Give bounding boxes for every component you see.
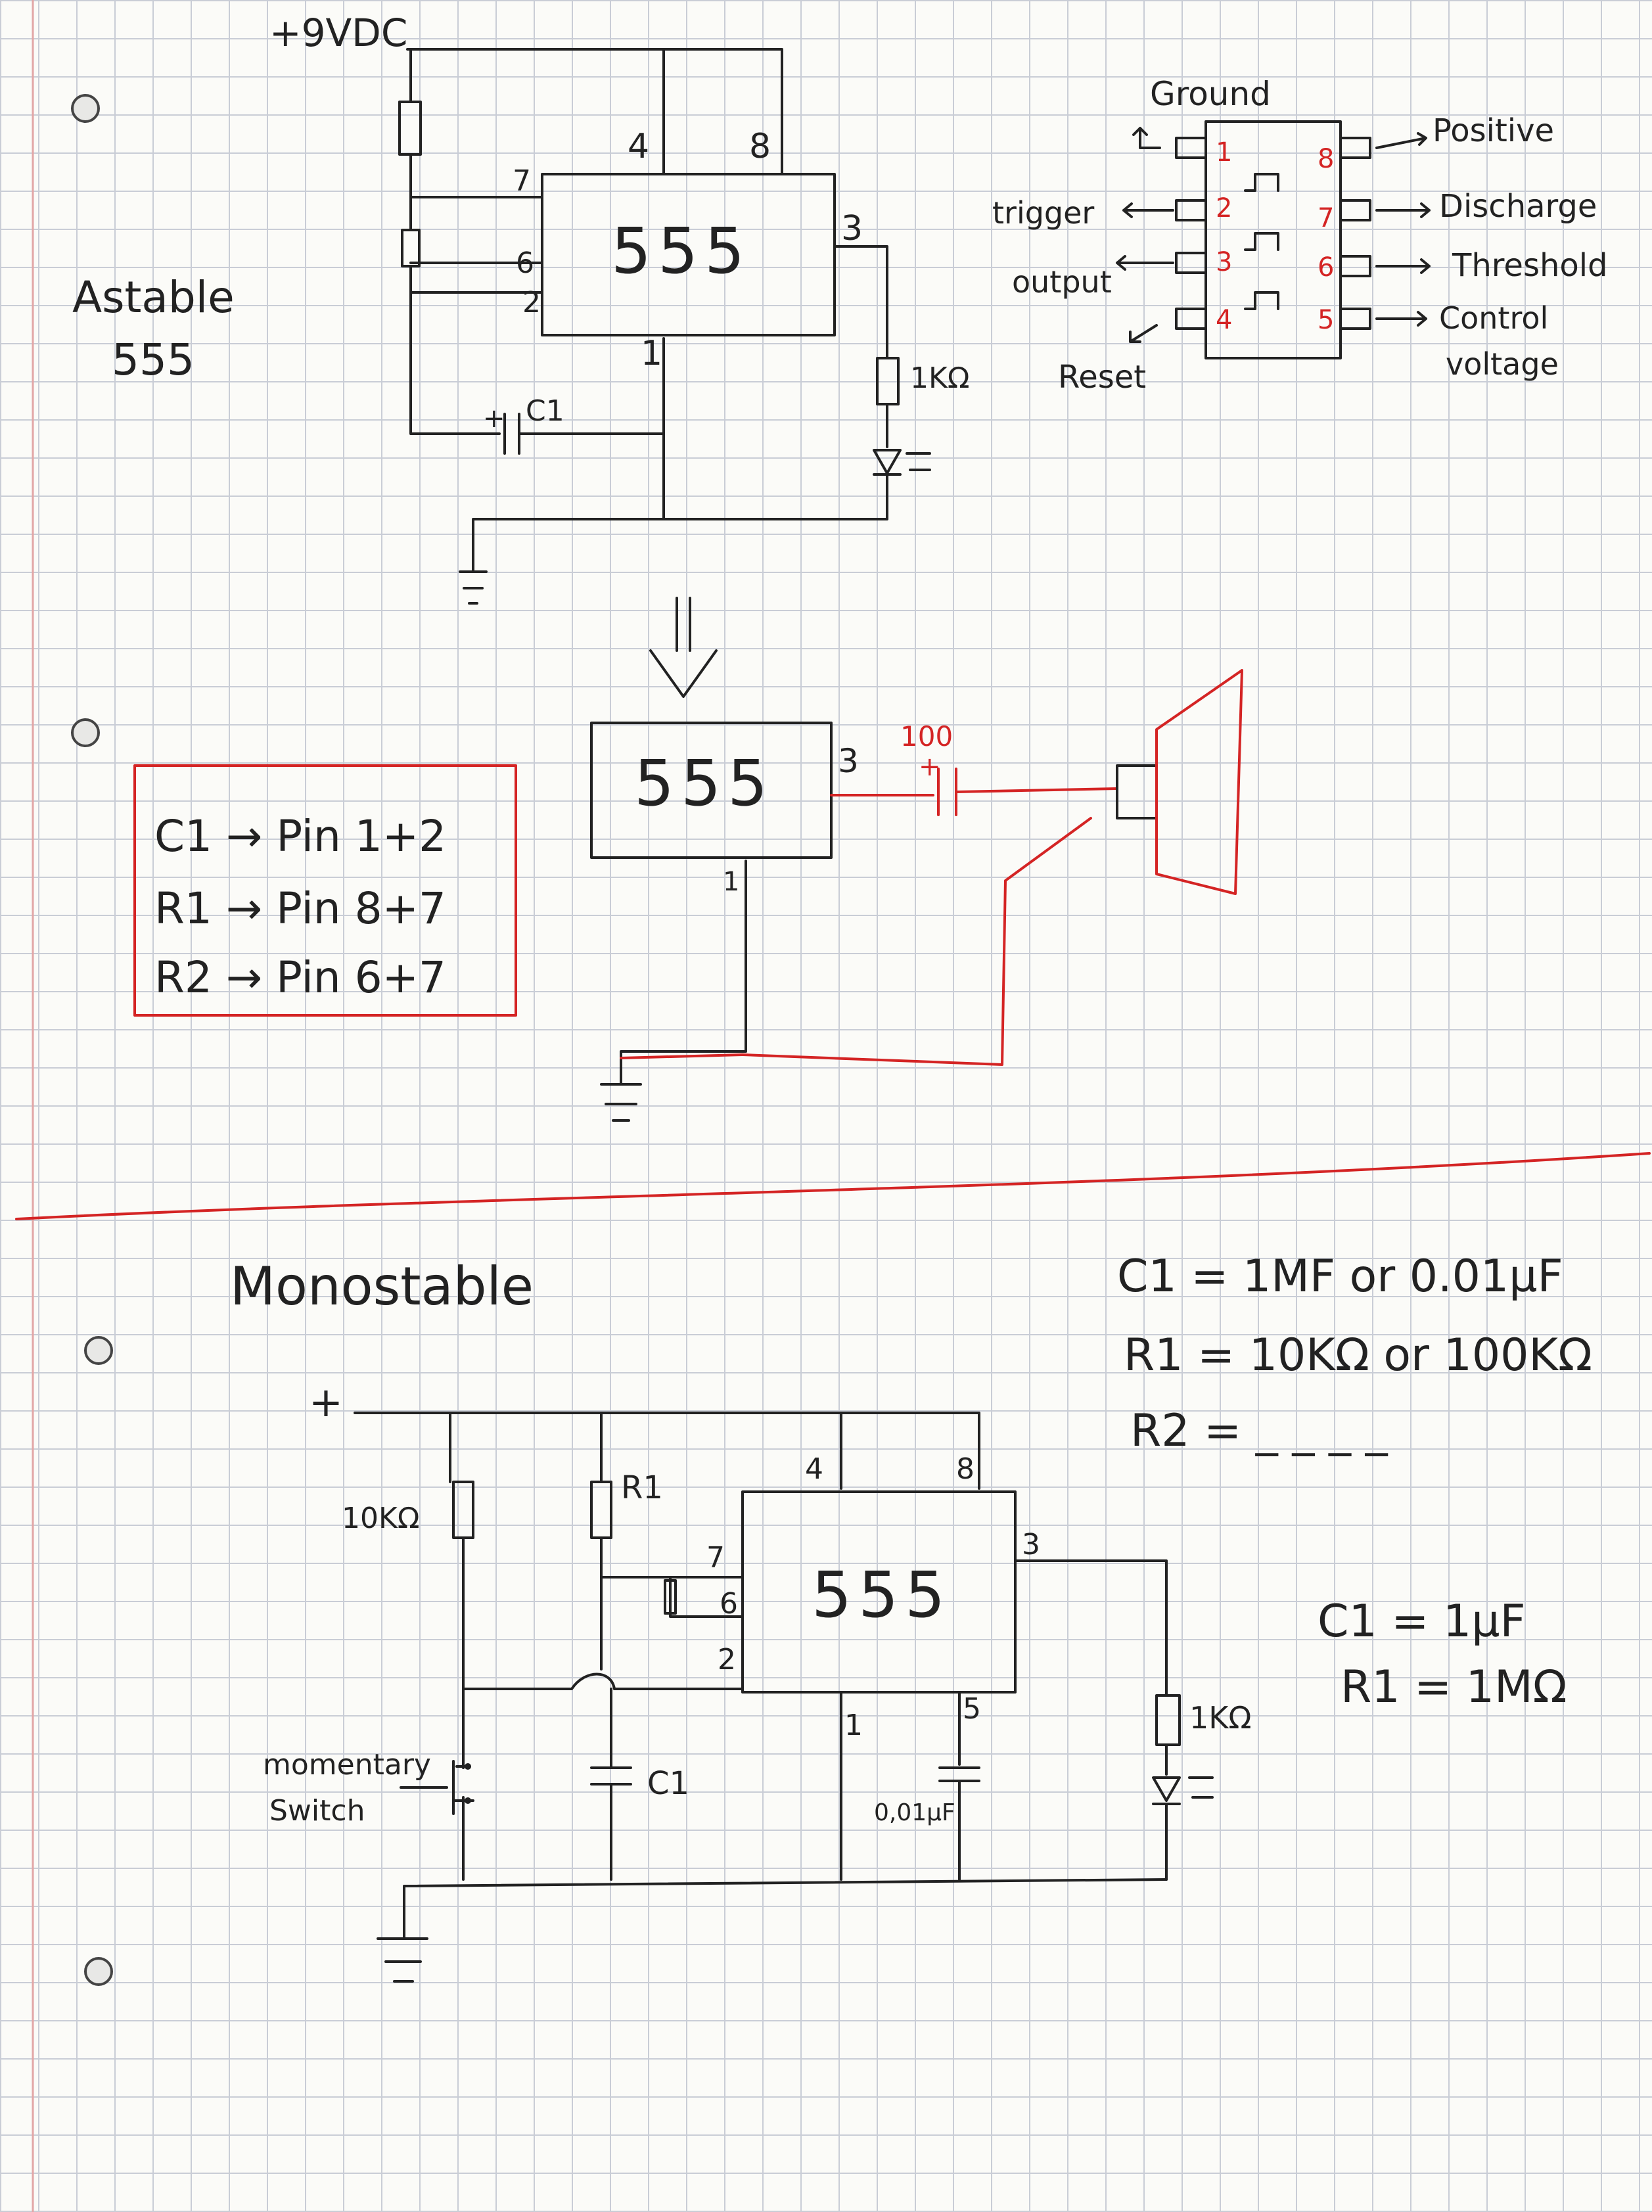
speaker-cap-plus: +	[919, 752, 941, 782]
mono-555-chip	[741, 1490, 1017, 1694]
pinout-diagram	[1116, 120, 1431, 359]
resistor-r1	[398, 101, 422, 156]
monostable-title: Monostable	[230, 1256, 534, 1317]
mono-pin-2: 2	[718, 1643, 736, 1676]
resistor-1k	[876, 357, 900, 405]
mono-pin-3: 3	[1022, 1528, 1040, 1561]
pinout-discharge-label: Discharge	[1439, 188, 1597, 225]
monostable-wiring	[354, 1412, 1214, 1983]
resistor-1k-label: 1KΩ	[1189, 1700, 1252, 1736]
pin-7: 7	[513, 164, 531, 198]
capacitor-c1-label: C1	[647, 1765, 689, 1802]
capacitor-label: C1	[526, 394, 564, 428]
resistor-10k-label: 10KΩ	[342, 1502, 419, 1535]
pinout-pin-3: 3	[1216, 247, 1232, 277]
binder-hole	[71, 94, 100, 123]
pinout-pin-5: 5	[1318, 305, 1334, 335]
value-c1-top: C1 = 1MF or 0.01µF	[1117, 1251, 1563, 1302]
switch-label-2: Switch	[269, 1794, 365, 1828]
ground-icon	[459, 570, 488, 605]
pinout-reset-label: Reset	[1058, 359, 1146, 396]
pinout-pin-8: 8	[1318, 144, 1334, 174]
speaker-terminal	[1116, 764, 1158, 819]
pinout-control-label: Control	[1439, 300, 1548, 336]
capacitor-c1-mono	[590, 1766, 632, 1786]
note-line-3: R2 → Pin 6+7	[154, 952, 446, 1003]
pinout-trigger-label: trigger	[992, 195, 1094, 231]
pinout-pin-2: 2	[1216, 193, 1232, 223]
note-line-2: R1 → Pin 8+7	[154, 883, 446, 934]
capacitor-001-label: 0,01µF	[874, 1799, 955, 1826]
resistor-r2	[401, 229, 421, 267]
pinout-ground-label: Ground	[1150, 75, 1271, 113]
pinout-pin-6: 6	[1318, 252, 1334, 283]
chip-label: 555	[611, 214, 751, 288]
capacitor-c1	[503, 413, 520, 455]
pinout-pin-4: 4	[1216, 305, 1232, 335]
pin-8: 8	[749, 127, 771, 166]
value-r1-bottom: R1 = 1MΩ	[1341, 1661, 1567, 1713]
switch-contact	[465, 1797, 471, 1804]
speaker-capacitor	[937, 768, 957, 816]
pinout-output-label: output	[1012, 264, 1112, 300]
value-r1-top: R1 = 10KΩ or 100KΩ	[1124, 1329, 1592, 1381]
capacitor-001	[938, 1766, 980, 1782]
resistor-r1-mono	[590, 1481, 612, 1539]
speaker-chip-label: 555	[634, 747, 774, 820]
pin-2: 2	[522, 286, 541, 319]
pinout-pin-1: 1	[1216, 137, 1232, 168]
astable-wiring	[398, 48, 931, 605]
pin-6: 6	[516, 246, 534, 280]
mono-supply-label: +	[309, 1378, 343, 1426]
astable-subtitle: 555	[112, 334, 195, 385]
pinout-chip	[1205, 120, 1342, 359]
mono-pin-5: 5	[963, 1692, 981, 1726]
mono-pin-6: 6	[720, 1587, 738, 1621]
speaker-icon	[1155, 669, 1243, 895]
pinout-pin-7: 7	[1318, 203, 1334, 233]
pinout-positive-label: Positive	[1433, 112, 1554, 149]
binder-hole	[84, 1957, 113, 1986]
resistor-10k	[452, 1481, 474, 1539]
note-line-1: C1 → Pin 1+2	[154, 811, 446, 862]
speaker-circuit	[590, 669, 1243, 1122]
pin-3: 3	[841, 209, 863, 248]
switch-label-1: momentary	[263, 1748, 431, 1782]
switch-contact	[465, 1763, 471, 1770]
value-c1-bottom: C1 = 1µF	[1318, 1596, 1526, 1647]
mono-pin-7: 7	[706, 1541, 725, 1575]
capacitor-plus: +	[483, 403, 505, 434]
section-divider	[15, 1152, 1651, 1220]
binder-hole	[84, 1336, 113, 1365]
binder-hole	[71, 718, 100, 747]
resistor-r1-label: R1	[621, 1469, 663, 1506]
astable-title: Astable	[72, 272, 235, 323]
pin-1: 1	[641, 334, 662, 373]
supply-label: +9VDC	[269, 11, 407, 55]
ground-icon	[600, 1083, 642, 1122]
down-arrow-icon	[649, 597, 718, 698]
resistor-label: 1KΩ	[910, 361, 969, 395]
speaker-555-chip	[590, 722, 833, 859]
speaker-pin-3: 3	[838, 742, 859, 780]
mono-pin-8: 8	[956, 1452, 975, 1486]
mono-chip-label: 555	[812, 1558, 952, 1632]
mono-pin-4: 4	[805, 1452, 823, 1486]
speaker-pin-1: 1	[723, 867, 739, 897]
astable-555-chip	[541, 173, 836, 336]
resistor-1k-mono	[1155, 1694, 1181, 1746]
mono-pin-1: 1	[844, 1709, 863, 1742]
pinout-voltage-label: voltage	[1446, 346, 1559, 382]
value-r2-top: R2 = _ _ _ _	[1130, 1405, 1388, 1457]
led-icon-mono	[1152, 1776, 1181, 1805]
notes-box	[133, 764, 517, 1017]
pin-4: 4	[628, 127, 649, 166]
led-icon	[873, 449, 902, 476]
speaker-cap-value: 100	[900, 720, 953, 752]
ground-icon-mono	[377, 1937, 428, 1983]
pinout-threshold-label: Threshold	[1452, 247, 1608, 284]
